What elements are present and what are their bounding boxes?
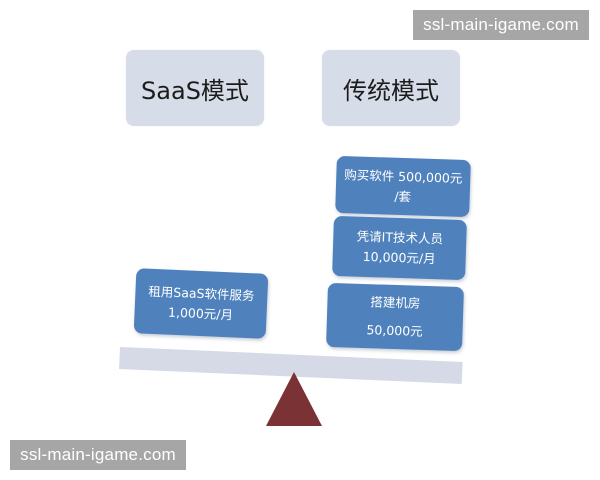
cost-box-it-staff: 凭请IT技术人员 10,000元/月	[332, 215, 467, 281]
traditional-mode-header: 传统模式	[322, 50, 460, 126]
cost-value: 50,000元	[366, 322, 423, 339]
cost-value: /套	[394, 188, 412, 204]
cost-label: 搭建机房	[370, 294, 421, 311]
cost-box-saas-rental: 租用SaaS软件服务 1,000元/月	[133, 268, 269, 339]
cost-value: 10,000元/月	[362, 248, 436, 267]
fulcrum-triangle-icon	[266, 372, 322, 426]
watermark-bottom: ssl-main-igame.com	[10, 440, 186, 470]
saas-mode-header: SaaS模式	[126, 50, 264, 126]
cost-box-server-room: 搭建机房 50,000元	[326, 282, 464, 352]
watermark-top: ssl-main-igame.com	[413, 10, 589, 40]
cost-box-buy-software: 购买软件 500,000元 /套	[335, 155, 471, 218]
